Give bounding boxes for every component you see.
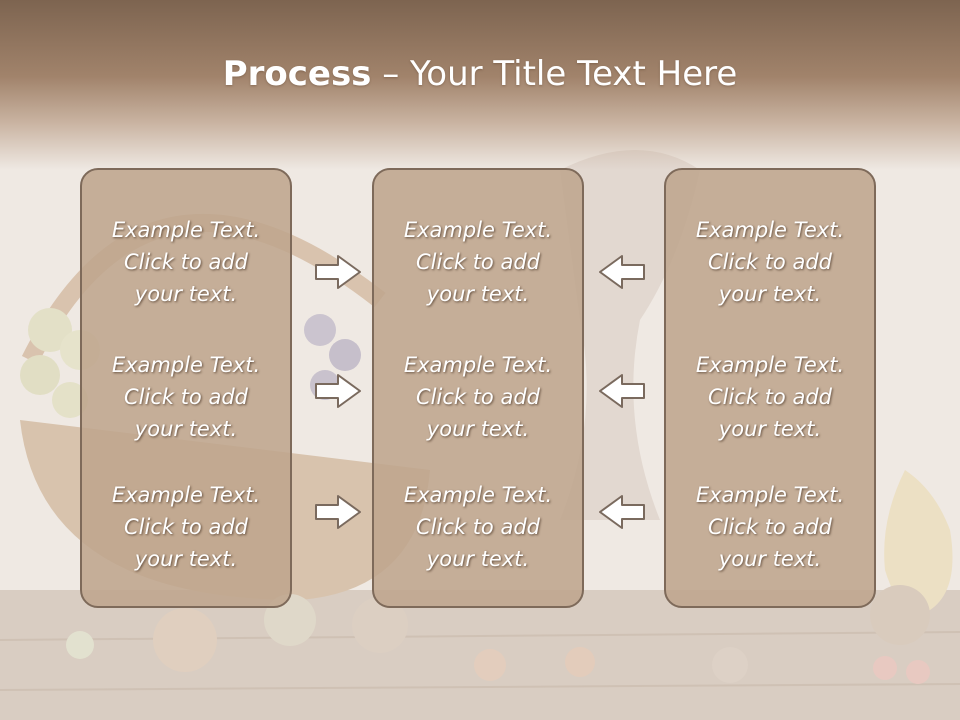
text-line: Example Text. <box>111 353 261 377</box>
text-line: Example Text. <box>111 483 261 507</box>
text-line: Click to add <box>707 515 832 539</box>
text-line: Click to add <box>707 250 832 274</box>
text-placeholder[interactable]: Example Text. Click to add your text. <box>374 479 582 575</box>
arrow-left-icon[interactable] <box>598 254 646 290</box>
arrow-right-icon[interactable] <box>314 373 362 409</box>
text-line: Click to add <box>123 515 248 539</box>
text-line: Click to add <box>415 515 540 539</box>
text-line: Example Text. <box>695 483 845 507</box>
text-line: your text. <box>718 282 822 306</box>
text-line: Example Text. <box>403 353 553 377</box>
title-bar <box>0 0 960 170</box>
text-line: your text. <box>426 417 530 441</box>
title-rest-text: – Your Title Text Here <box>371 54 738 94</box>
arrow-left-icon[interactable] <box>598 494 646 530</box>
arrow-right-icon[interactable] <box>314 254 362 290</box>
text-line: your text. <box>134 547 238 571</box>
text-line: Click to add <box>123 385 248 409</box>
text-placeholder[interactable]: Example Text. Click to add your text. <box>82 214 290 310</box>
text-line: Example Text. <box>111 218 261 242</box>
text-line: your text. <box>426 547 530 571</box>
text-line: Example Text. <box>695 353 845 377</box>
text-line: your text. <box>426 282 530 306</box>
text-placeholder[interactable]: Example Text. Click to add your text. <box>374 214 582 310</box>
process-column-middle[interactable]: Example Text. Click to add your text. Ex… <box>372 168 584 608</box>
text-placeholder[interactable]: Example Text. Click to add your text. <box>666 479 874 575</box>
text-placeholder[interactable]: Example Text. Click to add your text. <box>82 349 290 445</box>
slide-title[interactable]: Process – Your Title Text Here <box>0 54 960 94</box>
text-line: Click to add <box>415 250 540 274</box>
text-placeholder[interactable]: Example Text. Click to add your text. <box>374 349 582 445</box>
arrow-left-icon[interactable] <box>598 373 646 409</box>
text-line: your text. <box>134 417 238 441</box>
text-line: Click to add <box>123 250 248 274</box>
text-line: Click to add <box>415 385 540 409</box>
text-line: Click to add <box>707 385 832 409</box>
process-column-left[interactable]: Example Text. Click to add your text. Ex… <box>80 168 292 608</box>
text-placeholder[interactable]: Example Text. Click to add your text. <box>666 214 874 310</box>
process-column-right[interactable]: Example Text. Click to add your text. Ex… <box>664 168 876 608</box>
text-line: Example Text. <box>403 483 553 507</box>
title-bold-text: Process <box>222 54 372 94</box>
text-placeholder[interactable]: Example Text. Click to add your text. <box>666 349 874 445</box>
text-line: your text. <box>718 417 822 441</box>
text-line: your text. <box>718 547 822 571</box>
text-line: Example Text. <box>695 218 845 242</box>
arrow-right-icon[interactable] <box>314 494 362 530</box>
text-line: Example Text. <box>403 218 553 242</box>
text-placeholder[interactable]: Example Text. Click to add your text. <box>82 479 290 575</box>
text-line: your text. <box>134 282 238 306</box>
